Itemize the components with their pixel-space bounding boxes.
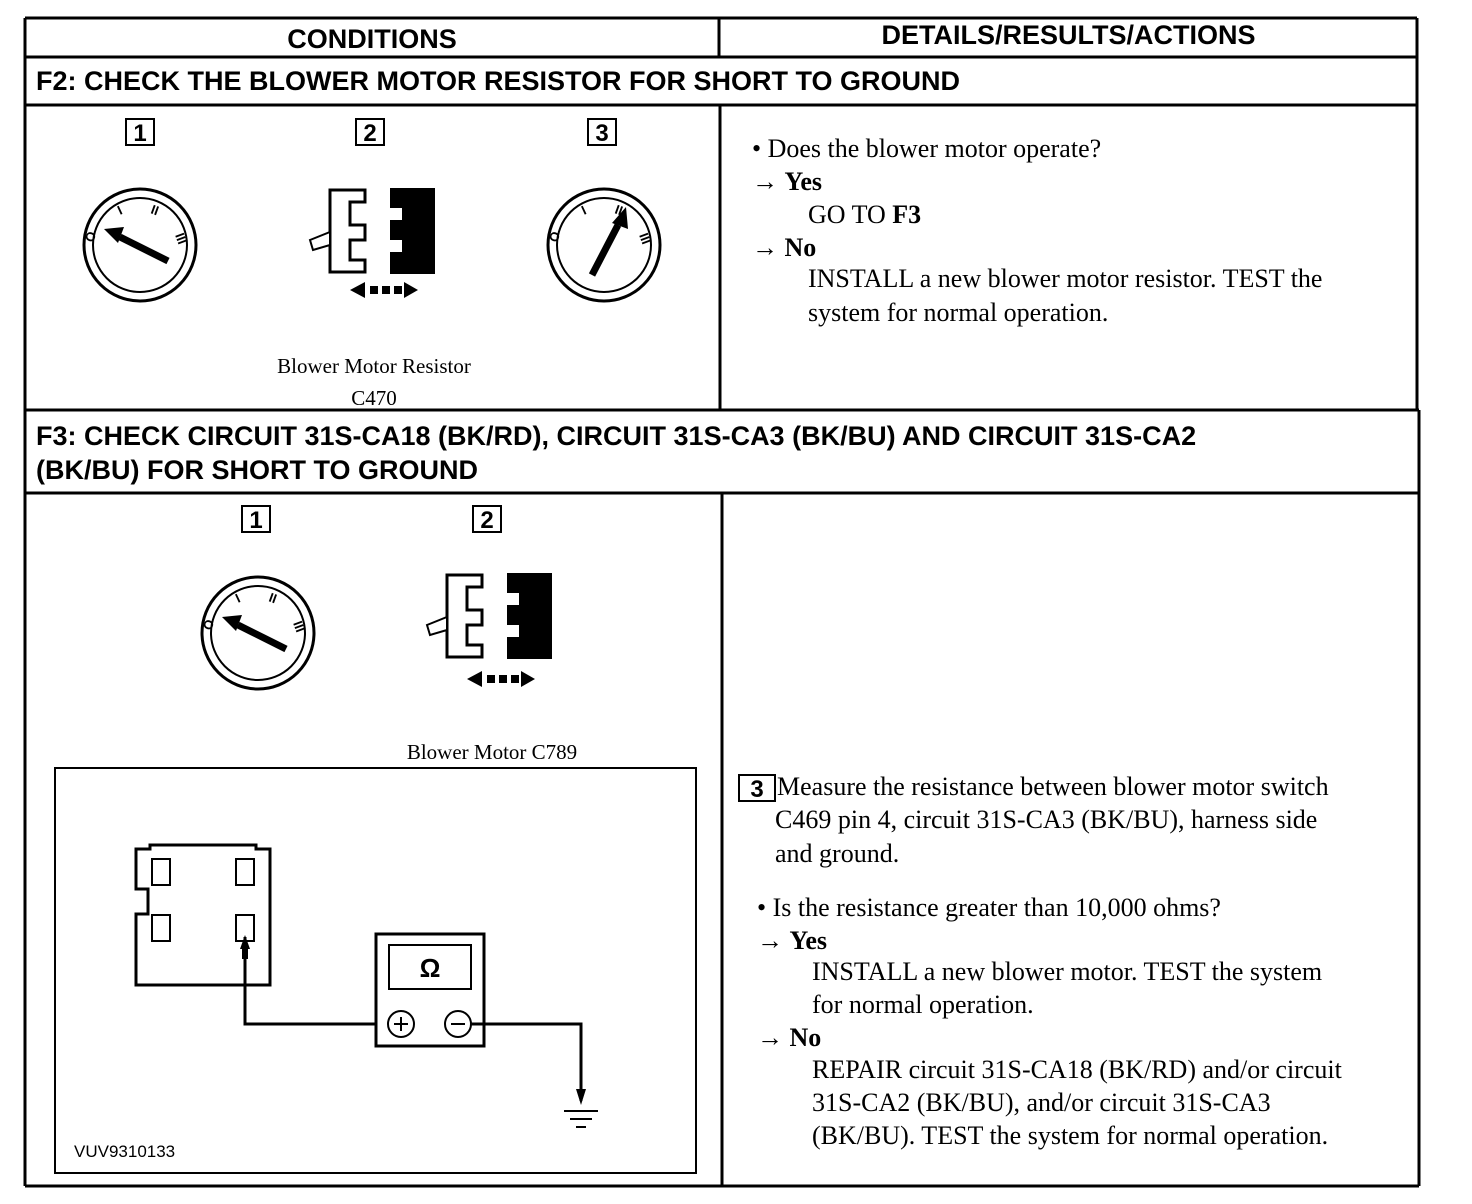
measurement-diagram: Ω VUV9310133 <box>54 767 697 1174</box>
f2-no-row: → No <box>752 231 816 264</box>
switch-label-high: III <box>636 231 654 246</box>
f2-step-3: 3 <box>587 118 617 147</box>
f3-question: • Is the resistance greater than 10,000 … <box>757 893 1221 922</box>
f3-no-action-line2: 31S-CA2 (BK/BU), and/or circuit 31S-CA3 <box>812 1088 1271 1117</box>
f2-step-1: 1 <box>125 118 155 147</box>
f3-no-action-line1: REPAIR circuit 31S-CA18 (BK/RD) and/or c… <box>812 1055 1342 1084</box>
connector-c469-icon <box>134 843 272 987</box>
ignition-switch-off-icon: O I II III <box>82 187 198 303</box>
f3-step3-line1: Measure the resistance between blower mo… <box>777 772 1329 801</box>
f3-step3-line2: C469 pin 4, circuit 31S-CA3 (BK/BU), har… <box>775 805 1318 834</box>
f2-yes-action: GO TO F3 <box>808 198 921 231</box>
f2-yes-action-target: F3 <box>892 200 922 229</box>
f3-yes-action-line2: for normal operation. <box>812 990 1034 1019</box>
arrow-icon: → <box>752 233 778 262</box>
f2-title: F2: CHECK THE BLOWER MOTOR RESISTOR FOR … <box>36 66 961 96</box>
switch-label-mid: II <box>149 202 161 219</box>
switch-label-low: I <box>233 591 243 606</box>
f3-step-3: 3 <box>738 774 776 803</box>
f2-yes-action-prefix: GO TO <box>808 200 893 229</box>
switch-label-off: O <box>546 229 564 244</box>
f3-illustrations: O I II III <box>200 573 552 691</box>
switch-label-low: I <box>115 203 125 218</box>
connector-disconnect-icon <box>308 188 435 298</box>
switch-label-high: III <box>290 619 308 634</box>
f3-no-row: → No <box>757 1021 821 1054</box>
f2-yes-label: Yes <box>784 167 823 196</box>
f3-yes-row: → Yes <box>757 924 827 957</box>
f3-caption: Blower Motor C789 <box>406 740 578 764</box>
ignition-switch-off-icon: O I II III <box>200 575 316 691</box>
f2-caption-line1: Blower Motor Resistor <box>277 354 471 378</box>
header-details: DETAILS/RESULTS/ACTIONS <box>881 20 1256 50</box>
switch-label-mid: II <box>613 202 625 219</box>
switch-label-mid: II <box>267 590 279 607</box>
f2-no-action-line2: system for normal operation. <box>808 298 1109 327</box>
arrow-icon: → <box>757 926 783 955</box>
f2-illustrations: O I II III O I II III <box>82 187 662 303</box>
f3-no-action-line3: (BK/BU). TEST the system for normal oper… <box>812 1121 1329 1150</box>
f2-no-label: No <box>784 233 817 262</box>
f2-no-action-line1: INSTALL a new blower motor resistor. TES… <box>808 264 1323 293</box>
switch-label-off: O <box>82 229 100 244</box>
f2-question: • Does the blower motor operate? <box>752 134 1102 163</box>
f2-caption-line2: C470 <box>351 386 397 410</box>
ignition-switch-on-icon: O I II III <box>546 187 662 303</box>
f3-title-line2: (BK/BU) FOR SHORT TO GROUND <box>36 455 478 485</box>
f2-step-2: 2 <box>355 118 385 147</box>
switch-label-high: III <box>172 231 190 246</box>
ground-icon <box>564 1110 598 1128</box>
ohmmeter-icon: Ω <box>374 932 486 1048</box>
arrow-icon: → <box>752 167 778 196</box>
f3-step3-line3: and ground. <box>775 839 900 868</box>
f3-step-1: 1 <box>241 505 271 534</box>
arrow-icon: → <box>757 1023 783 1052</box>
f3-yes-label: Yes <box>789 926 828 955</box>
f3-yes-action-line1: INSTALL a new blower motor. TEST the sys… <box>812 957 1323 986</box>
switch-label-off: O <box>200 617 218 632</box>
diagram-id: VUV9310133 <box>74 1142 175 1161</box>
meter-circuit-illustration: Ω VUV9310133 <box>74 843 598 1161</box>
f3-no-label: No <box>789 1023 822 1052</box>
switch-label-low: I <box>579 203 589 218</box>
connector-disconnect-icon <box>425 573 552 687</box>
f2-yes-row: → Yes <box>752 165 822 198</box>
f3-step-2: 2 <box>472 505 502 534</box>
ohm-symbol: Ω <box>420 953 441 983</box>
f3-title-line1: F3: CHECK CIRCUIT 31S-CA18 (BK/RD), CIRC… <box>36 421 1197 451</box>
header-conditions: CONDITIONS <box>287 24 457 54</box>
